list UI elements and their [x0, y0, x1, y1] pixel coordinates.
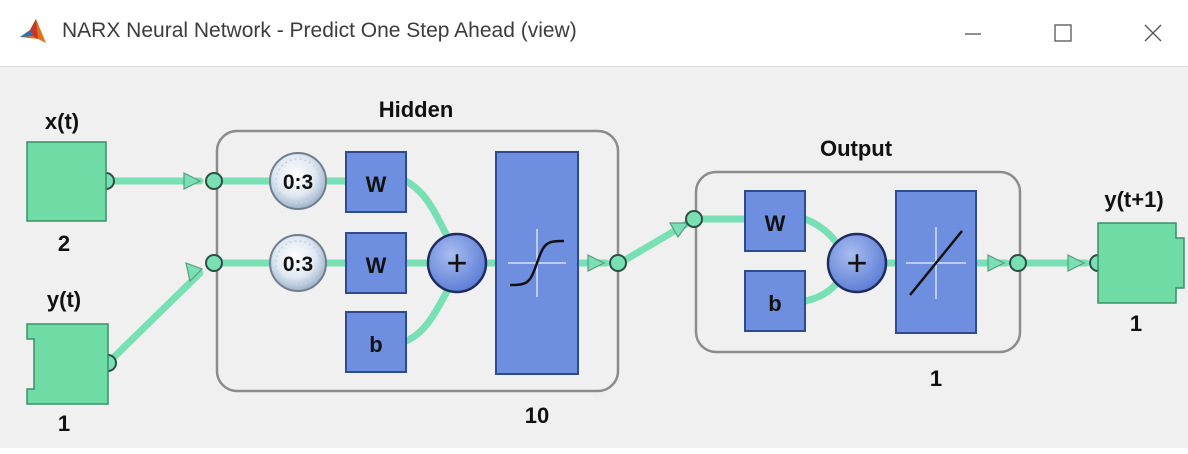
minimize-icon — [965, 33, 981, 35]
delay-1-label: 0:3 — [283, 171, 313, 194]
network-diagram: Hidden 10 Output 1 — [26, 97, 1185, 436]
delay-clock-icon — [269, 234, 327, 292]
output-sum[interactable]: + — [826, 232, 888, 294]
maximize-button[interactable] — [1030, 0, 1096, 66]
tansig-icon — [508, 229, 566, 297]
input-y-label: y(t) — [47, 287, 81, 312]
maximize-icon — [1054, 24, 1072, 42]
output-y-label: y(t+1) — [1104, 187, 1163, 212]
output-transfer-function[interactable] — [895, 190, 977, 334]
output-bias[interactable]: b — [744, 270, 806, 332]
input-x-label: x(t) — [45, 109, 79, 134]
title-bar: NARX Neural Network - Predict One Step A… — [0, 0, 1188, 66]
output-sum-label: + — [846, 242, 867, 283]
input-y-size: 1 — [58, 411, 70, 436]
input-x: x(t) 2 — [26, 109, 107, 256]
output-weight-label: W — [765, 211, 786, 236]
input-y-block[interactable] — [26, 323, 109, 405]
hidden-weight-2-label: W — [366, 253, 387, 278]
hidden-weight-1-label: W — [366, 172, 387, 197]
output-y-size: 1 — [1130, 311, 1142, 336]
hidden-sum-label: + — [446, 242, 467, 283]
purelin-icon — [906, 227, 966, 299]
y-input-line — [104, 269, 204, 367]
arrowheads — [183, 172, 1086, 283]
hidden-layer-size: 10 — [525, 403, 549, 428]
minimize-button[interactable] — [940, 0, 1006, 66]
network-diagram-panel: Hidden 10 Output 1 — [0, 66, 1188, 448]
input-y: y(t) 1 — [26, 287, 109, 436]
sum-icon — [826, 232, 888, 294]
hidden-transfer-function[interactable] — [495, 151, 579, 375]
output-bias-label: b — [768, 291, 781, 316]
tapped-delay-1[interactable]: 0:3 — [269, 152, 327, 210]
hidden-bias-label: b — [369, 332, 382, 357]
window-title: NARX Neural Network - Predict One Step A… — [62, 19, 577, 42]
hidden-weight-2[interactable]: W — [345, 232, 407, 294]
output-layer-title: Output — [820, 136, 893, 161]
output-layer-size: 1 — [930, 366, 942, 391]
hidden-bias[interactable]: b — [345, 311, 407, 373]
hidden-weight-1[interactable]: W — [345, 151, 407, 213]
output-y-block[interactable] — [1097, 222, 1185, 304]
matlab-logo-icon — [20, 19, 46, 43]
output-y: y(t+1) 1 — [1097, 187, 1185, 336]
output-weight[interactable]: W — [744, 190, 806, 252]
input-x-size: 2 — [58, 231, 70, 256]
input-x-block[interactable] — [26, 141, 107, 222]
close-icon — [1144, 24, 1162, 42]
close-button[interactable] — [1120, 0, 1186, 66]
tapped-delay-2[interactable]: 0:3 — [269, 234, 327, 292]
sum-icon — [426, 232, 488, 294]
hidden-sum[interactable]: + — [426, 232, 488, 294]
delay-2-label: 0:3 — [283, 253, 313, 276]
delay-clock-icon — [269, 152, 327, 210]
hidden-layer-title: Hidden — [379, 97, 454, 122]
